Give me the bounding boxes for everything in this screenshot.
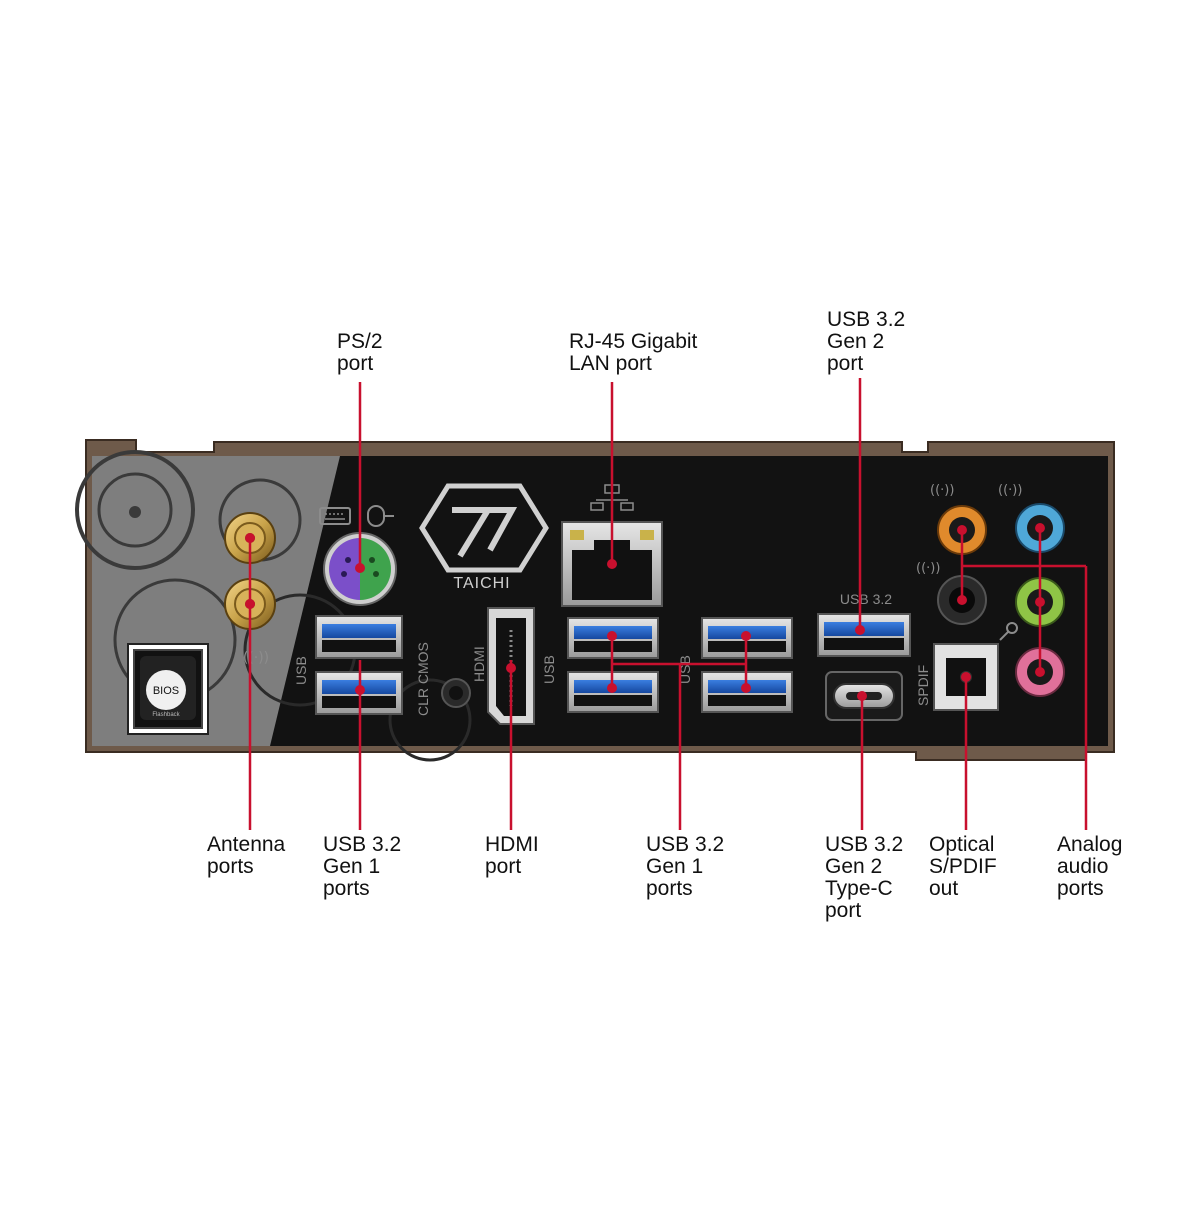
spdif-silkscreen: SPDIF	[915, 665, 931, 706]
callout-line: USB 3.2	[825, 833, 904, 856]
callout-line: ports	[646, 877, 693, 900]
audio-icon-1: ((·))	[930, 483, 954, 498]
ps2-port	[323, 532, 397, 606]
callout-line: Optical	[929, 833, 995, 856]
callout-analog-audio-ports: Analog audio ports	[1057, 834, 1122, 900]
callout-usb32-gen2-port: USB 3.2 Gen 2 port	[827, 309, 905, 375]
callout-line: HDMI	[485, 833, 539, 856]
callout-line: RJ-45 Gigabit	[569, 330, 698, 353]
leader-usb-gen1-middle	[610, 636, 748, 830]
callout-line: USB 3.2	[827, 308, 906, 331]
callout-line: S/PDIF	[929, 855, 997, 878]
taichi-logo: TAICHI	[419, 483, 549, 592]
callout-usb32-gen2-typec-port: USB 3.2 Gen 2 Type-C port	[825, 834, 903, 922]
usb32-silkscreen: USB 3.2	[840, 591, 892, 607]
keyboard-icon	[319, 507, 351, 525]
hdmi-silkscreen: HDMI	[471, 646, 487, 682]
wireless-icon: ((·))	[243, 650, 269, 666]
callout-line: port	[485, 855, 522, 878]
callout-line: port	[337, 352, 374, 375]
callout-line: out	[929, 877, 959, 900]
callout-usb32-gen1-ports-left: USB 3.2 Gen 1 ports	[323, 834, 401, 900]
callout-line: Antenna	[207, 833, 286, 856]
callout-line: ports	[323, 877, 370, 900]
callout-line: PS/2	[337, 330, 383, 353]
callout-ps2-port: PS/2 port	[337, 331, 383, 375]
callout-line: Gen 2	[825, 855, 883, 878]
callout-line: audio	[1057, 855, 1109, 878]
callout-line: USB 3.2	[646, 833, 725, 856]
bios-label: BIOS	[153, 685, 179, 697]
callout-line: Gen 1	[323, 855, 381, 878]
microphone-icon	[999, 622, 1018, 641]
callout-line: port	[825, 899, 862, 922]
callout-antenna-ports: Antenna ports	[207, 834, 285, 878]
mouse-icon	[367, 505, 394, 527]
callout-line: Analog	[1057, 833, 1123, 856]
callout-line: ports	[1057, 877, 1104, 900]
callout-line: USB 3.2	[323, 833, 402, 856]
usb-silkscreen-left: USB	[293, 656, 309, 685]
callout-rj45-lan-port: RJ-45 Gigabit LAN port	[569, 331, 697, 375]
usb32-gen2-typea-port	[817, 613, 911, 657]
callout-line: Type-C	[825, 877, 893, 900]
taichi-logo-text: TAICHI	[453, 575, 510, 592]
usb-port-left-top	[315, 615, 403, 659]
callout-hdmi-port: HDMI port	[485, 834, 539, 878]
leader-dots	[245, 523, 1045, 701]
callout-line: Gen 1	[646, 855, 704, 878]
audio-icon-2: ((·))	[998, 483, 1022, 498]
leader-analog-audio	[960, 528, 1088, 830]
usb-port-middle-bottom	[567, 671, 659, 713]
audio-icon-3: ((·))	[916, 561, 940, 576]
bios-flashback-button: BIOS Flashback	[127, 643, 209, 735]
usb-silkscreen-middle: USB	[541, 655, 557, 684]
clr-cmos-button	[441, 678, 471, 708]
callout-usb32-gen1-ports-middle: USB 3.2 Gen 1 ports	[646, 834, 724, 900]
callout-line: LAN port	[569, 352, 652, 375]
clr-cmos-silkscreen: CLR CMOS	[415, 642, 431, 716]
callout-line: ports	[207, 855, 254, 878]
callout-line: Gen 2	[827, 330, 885, 353]
callout-line: port	[827, 352, 864, 375]
bios-sublabel: Flashback	[152, 712, 180, 718]
callout-optical-spdif-out: Optical S/PDIF out	[929, 834, 997, 900]
